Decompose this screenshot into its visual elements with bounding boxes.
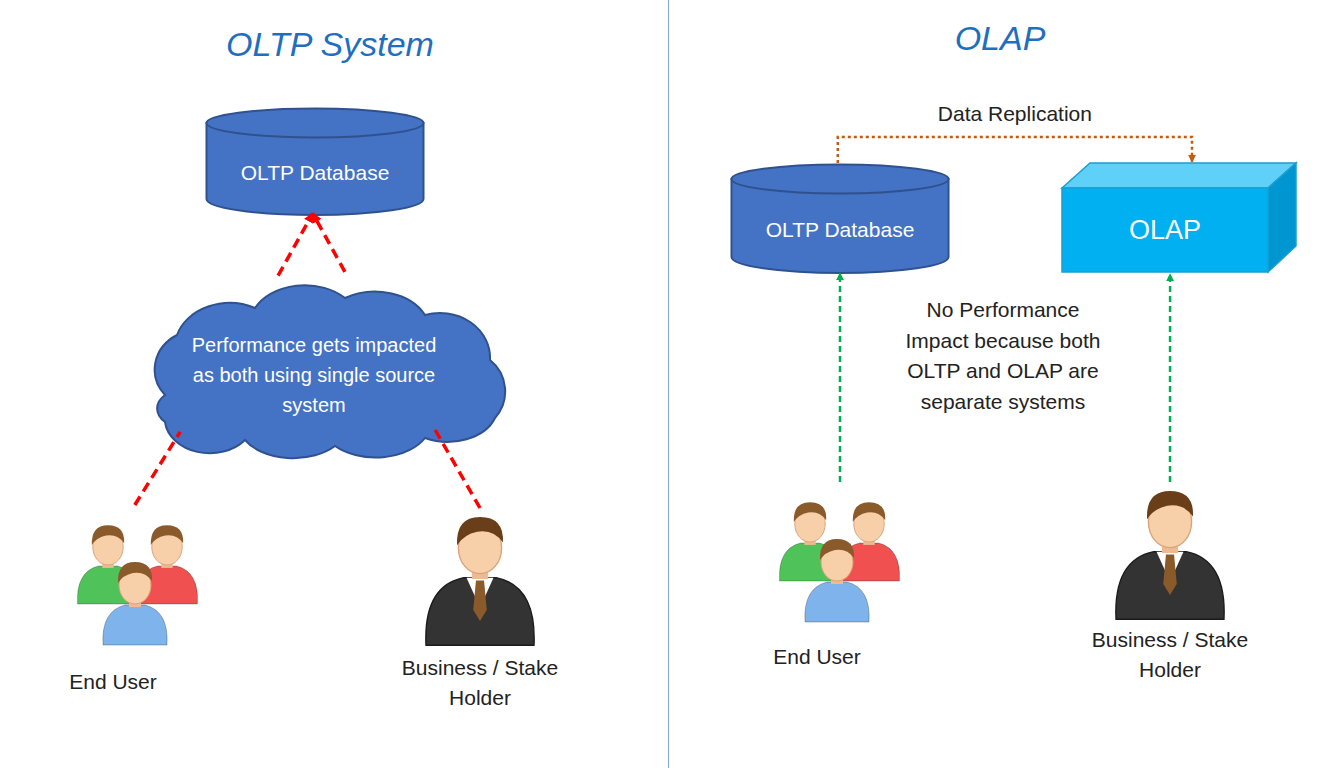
end-user-icon-part bbox=[853, 502, 885, 522]
end-user-icon-part bbox=[805, 582, 869, 622]
stakeholder-icon-part bbox=[457, 517, 503, 545]
database-cylinder-part bbox=[732, 165, 949, 194]
note-cloud-part bbox=[155, 285, 505, 458]
end-user-icon: End User bbox=[70, 505, 205, 645]
edge-label: Data Replication bbox=[885, 101, 1145, 127]
impact-arrow bbox=[278, 213, 313, 275]
olap-cube-part bbox=[1062, 188, 1268, 272]
replication-arrow bbox=[838, 137, 1192, 163]
end-user-icon-part bbox=[103, 562, 167, 645]
cloud-shape bbox=[105, 270, 523, 455]
stakeholder-icon-part bbox=[473, 580, 487, 621]
database-cylinder: OLTP Database bbox=[730, 163, 950, 273]
impact-line bbox=[435, 430, 480, 508]
icon-caption: End User bbox=[33, 668, 193, 698]
icon-caption: End User bbox=[737, 643, 897, 673]
impact-line bbox=[135, 432, 180, 505]
end-user-icon-part bbox=[151, 525, 183, 545]
node-text: OLAP bbox=[1062, 188, 1268, 272]
stakeholder-icon-part bbox=[426, 578, 534, 646]
node-text: OLTP Database bbox=[205, 135, 425, 211]
node-text: OLTP Database bbox=[730, 191, 950, 269]
panel-title: OLAP bbox=[850, 16, 1150, 60]
end-user-icon-part bbox=[794, 502, 826, 522]
end-user-icon-part bbox=[805, 539, 869, 622]
access-arrow bbox=[1169, 274, 1172, 482]
end-user-icon: End User bbox=[772, 482, 907, 617]
note-cloud: Performance gets impacted as both using … bbox=[105, 270, 523, 455]
stakeholder-icon: Business / Stake Holder bbox=[1110, 482, 1230, 620]
business-shape bbox=[420, 508, 540, 648]
icon-caption: Business / Stake Holder bbox=[400, 653, 560, 713]
database-cylinder: OLTP Database bbox=[205, 107, 425, 215]
stakeholder-icon-part bbox=[1163, 554, 1177, 595]
users-shape bbox=[70, 505, 205, 645]
business-shape bbox=[1110, 482, 1230, 620]
access-arrow bbox=[839, 273, 842, 482]
stakeholder-icon-part bbox=[1116, 491, 1224, 619]
note-text: No Performance Impact because both OLTP … bbox=[898, 295, 1108, 417]
stakeholder-icon-part bbox=[1116, 552, 1224, 620]
stakeholder-icon-part bbox=[1147, 491, 1193, 519]
olap-cube-part bbox=[1062, 163, 1296, 188]
users-shape bbox=[772, 482, 907, 617]
stakeholder-icon-part bbox=[426, 517, 534, 645]
end-user-icon-part bbox=[103, 605, 167, 645]
icon-caption: Business / Stake Holder bbox=[1090, 625, 1250, 685]
panel-title: OLTP System bbox=[130, 22, 530, 66]
stakeholder-icon: Business / Stake Holder bbox=[420, 508, 540, 648]
panel-divider bbox=[668, 0, 669, 768]
end-user-icon-part bbox=[92, 525, 124, 545]
end-user-icon-part bbox=[118, 562, 152, 583]
impact-arrow bbox=[313, 213, 345, 272]
database-cylinder-part bbox=[207, 109, 424, 138]
olap-cube-part bbox=[1268, 163, 1296, 272]
end-user-icon-part bbox=[820, 539, 854, 560]
node-text: Performance gets impacted as both using … bbox=[189, 300, 439, 450]
olap-cube: OLAP bbox=[1062, 162, 1297, 274]
